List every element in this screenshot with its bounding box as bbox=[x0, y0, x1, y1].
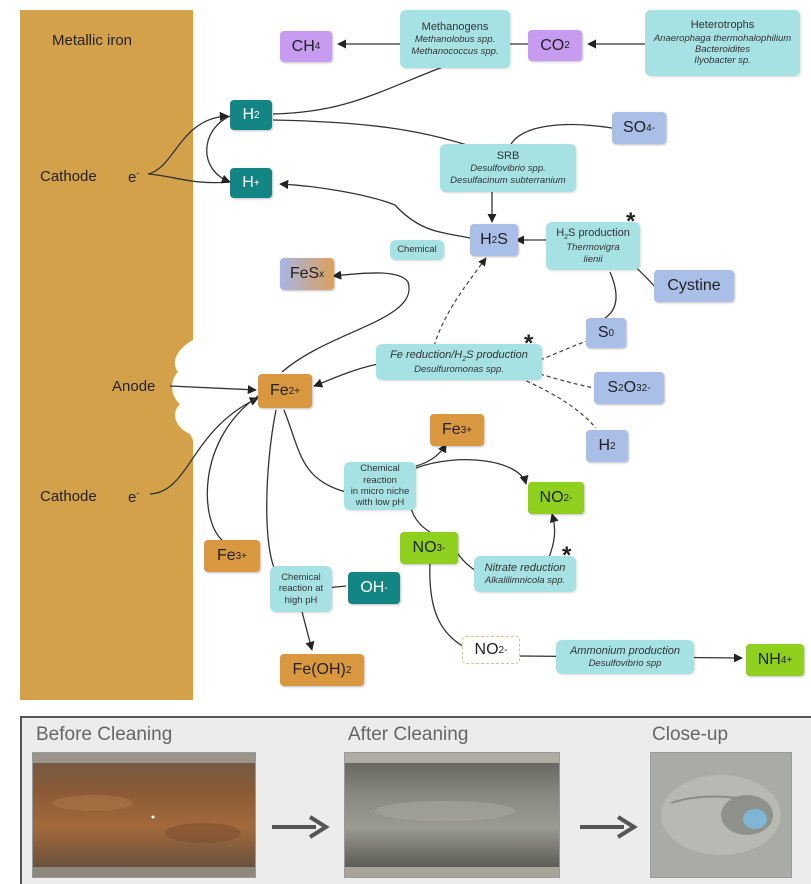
cathode-top-label: Cathode bbox=[40, 168, 97, 185]
nitrate-reduction-label: Nitrate reduction Alkalilimnicola spp. bbox=[474, 556, 576, 592]
link-h2-to-methanogens bbox=[272, 61, 457, 115]
close-up-title: Close-up bbox=[652, 724, 729, 745]
dash-fered-s0 bbox=[539, 339, 591, 361]
link-h2-srb bbox=[272, 119, 471, 147]
dash-fered-h2s bbox=[433, 257, 487, 347]
fe-reduction-label: Fe reduction/H2S production Desulfuromon… bbox=[376, 344, 542, 380]
methanogens-label: Methanogens Methanolobus spp. Methanococ… bbox=[400, 10, 510, 68]
electron-top: e- bbox=[128, 168, 140, 186]
star-h2s-production: * bbox=[626, 208, 636, 235]
metallic-iron-block bbox=[20, 10, 193, 700]
link-cathode-fe2 bbox=[149, 397, 259, 495]
close-up-photo bbox=[650, 752, 792, 878]
metallic-iron-label: Metallic iron bbox=[52, 32, 133, 49]
star-fe-reduction: * bbox=[524, 330, 534, 357]
link-anode-fe2 bbox=[169, 385, 257, 395]
iron-shape bbox=[20, 10, 193, 700]
link-h2sprod-s0 bbox=[604, 271, 617, 319]
link-no3-no2dashed bbox=[429, 561, 471, 651]
link-cathode-hplus bbox=[147, 173, 231, 184]
after-cleaning-photo bbox=[344, 752, 560, 878]
before-cleaning-photo bbox=[32, 752, 256, 878]
link-fe2-fesx bbox=[281, 270, 410, 373]
oh-box: OH- bbox=[348, 572, 400, 604]
h-plus-box: H+ bbox=[230, 168, 272, 198]
link-chemlow-no2 bbox=[415, 459, 529, 485]
link-h2-hplus bbox=[206, 115, 231, 184]
link-fered-fe2 bbox=[313, 363, 379, 388]
heterotrophs-label: Heterotrophs Anaerophaga thermohalophili… bbox=[645, 10, 800, 76]
feoh2-box: Fe(OH)2 bbox=[280, 654, 364, 686]
cystine-box: Cystine bbox=[654, 270, 734, 302]
arrow-before-after-icon bbox=[272, 815, 330, 839]
srb-label: SRB Desulfovibrio spp. Desulfacinum subt… bbox=[440, 144, 576, 192]
link-nitred-no2 bbox=[547, 513, 559, 561]
link-so4-srb bbox=[509, 123, 613, 147]
link-chemlow-fe3 bbox=[415, 443, 447, 467]
electron-bottom: e- bbox=[128, 488, 140, 506]
link-fe2-feoh2 bbox=[266, 409, 281, 579]
after-cleaning-title: After Cleaning bbox=[348, 724, 469, 745]
cleaning-photo-strip: Before Cleaning After Cleaning Close-up bbox=[20, 716, 811, 884]
star-nitrate-reduction: * bbox=[562, 542, 572, 569]
chemical-label: Chemical bbox=[390, 240, 444, 260]
dash-fered-s2o3 bbox=[539, 373, 595, 389]
dash-fered-h2 bbox=[519, 377, 597, 429]
anode-label: Anode bbox=[112, 378, 156, 395]
before-cleaning-title: Before Cleaning bbox=[36, 724, 173, 745]
link-cathode-h2 bbox=[147, 111, 229, 175]
h2s-production-label: H2S production Thermovigra lienii bbox=[546, 222, 640, 270]
ammonium-production-label: Ammonium production Desulfovibrio spp bbox=[556, 640, 694, 674]
chem-low-ph-label: Chemical reaction in micro niche with lo… bbox=[344, 462, 416, 510]
link-fe3left-fe2 bbox=[206, 395, 259, 541]
link-fe2-chemlow bbox=[283, 409, 347, 493]
cathode-bottom-label: Cathode bbox=[40, 488, 97, 505]
link-h2s-hplus bbox=[279, 179, 471, 239]
arrow-after-closeup-icon bbox=[580, 815, 638, 839]
chem-high-ph-label: Chemical reaction at high pH bbox=[270, 566, 332, 612]
